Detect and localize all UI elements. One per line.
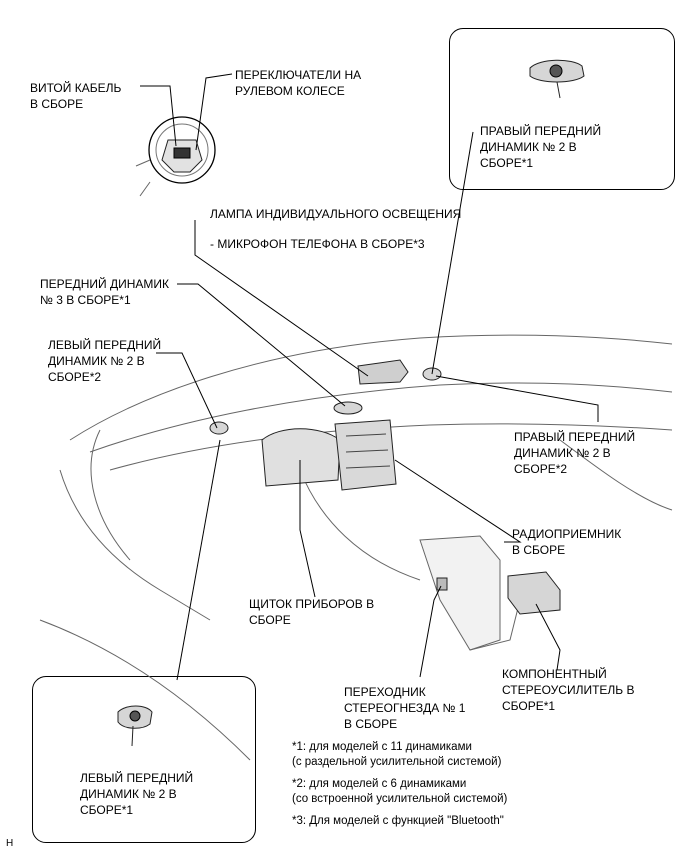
overhead-lamp-label: ЛАМПА ИНДИВИДУАЛЬНОГО ОСВЕЩЕНИЯ	[210, 207, 462, 221]
left-speaker2-box-label: ЛЕВЫЙ ПЕРЕДНИЙ ДИНАМИК № 2 В СБОРЕ*1	[80, 771, 194, 817]
left-speaker-box-illustration	[117, 705, 153, 747]
right-speaker2-box-label: ПРАВЫЙ ПЕРЕДНИЙ ДИНАМИК № 2 В СБОРЕ*1	[480, 124, 602, 170]
combination-meter-shape	[261, 428, 341, 487]
right-speaker-callout-box	[449, 28, 675, 190]
left-dash-speaker-shape	[209, 421, 229, 435]
footnote-2: *2: для моделей с 6 динамиками (со встро…	[292, 778, 508, 805]
front-speaker3-label: ПЕРЕДНИЙ ДИНАМИК № 3 В СБОРЕ*1	[40, 277, 170, 307]
radio-label: РАДИОПРИЕМНИК В СБОРЕ	[512, 527, 622, 557]
steering-wheel-illustration	[135, 116, 216, 197]
footnote-3: *3: Для моделей с функцией "Bluetooth"	[292, 815, 504, 827]
steering-switches-label: ПЕРЕКЛЮЧАТЕЛИ НА РУЛЕВОМ КОЛЕСЕ	[235, 68, 362, 98]
stereo-amplifier-shape	[507, 571, 561, 615]
front-speaker-3-shape	[333, 401, 363, 415]
footnote-1: *1: для моделей с 11 динамиками (с разде…	[292, 741, 502, 768]
microphone-label: - МИКРОФОН ТЕЛЕФОНА В СБОРЕ*3	[210, 237, 425, 251]
leader-lines	[140, 73, 599, 681]
left-speaker2-star2-label: ЛЕВЫЙ ПЕРЕДНИЙ ДИНАМИК № 2 В СБОРЕ*2	[48, 338, 162, 384]
stereo-amplifier-label: КОМПОНЕНТНЫЙ СТЕРЕОУСИЛИТЕЛЬ В СБОРЕ*1	[502, 667, 635, 713]
combination-meter-label: ЩИТОК ПРИБОРОВ В СБОРЕ	[249, 597, 375, 627]
overhead-lamp	[357, 359, 409, 385]
right-speaker2-star2-label: ПРАВЫЙ ПЕРЕДНИЙ ДИНАМИК № 2 В СБОРЕ*2	[514, 430, 636, 476]
right-speaker-box-illustration	[529, 59, 585, 99]
spiral-cable-label: ВИТОЙ КАБЕЛЬ В СБОРЕ	[30, 81, 122, 111]
corner-mark: H	[6, 838, 14, 849]
jack-adapter-label: ПЕРЕХОДНИК СТЕРЕОГНЕЗДА № 1 В СБОРЕ	[344, 685, 466, 731]
left-speaker-callout-box	[32, 676, 256, 843]
dashboard-outline	[39, 334, 673, 761]
jack-adapter-shape	[436, 577, 448, 591]
radio-shape	[334, 419, 397, 491]
